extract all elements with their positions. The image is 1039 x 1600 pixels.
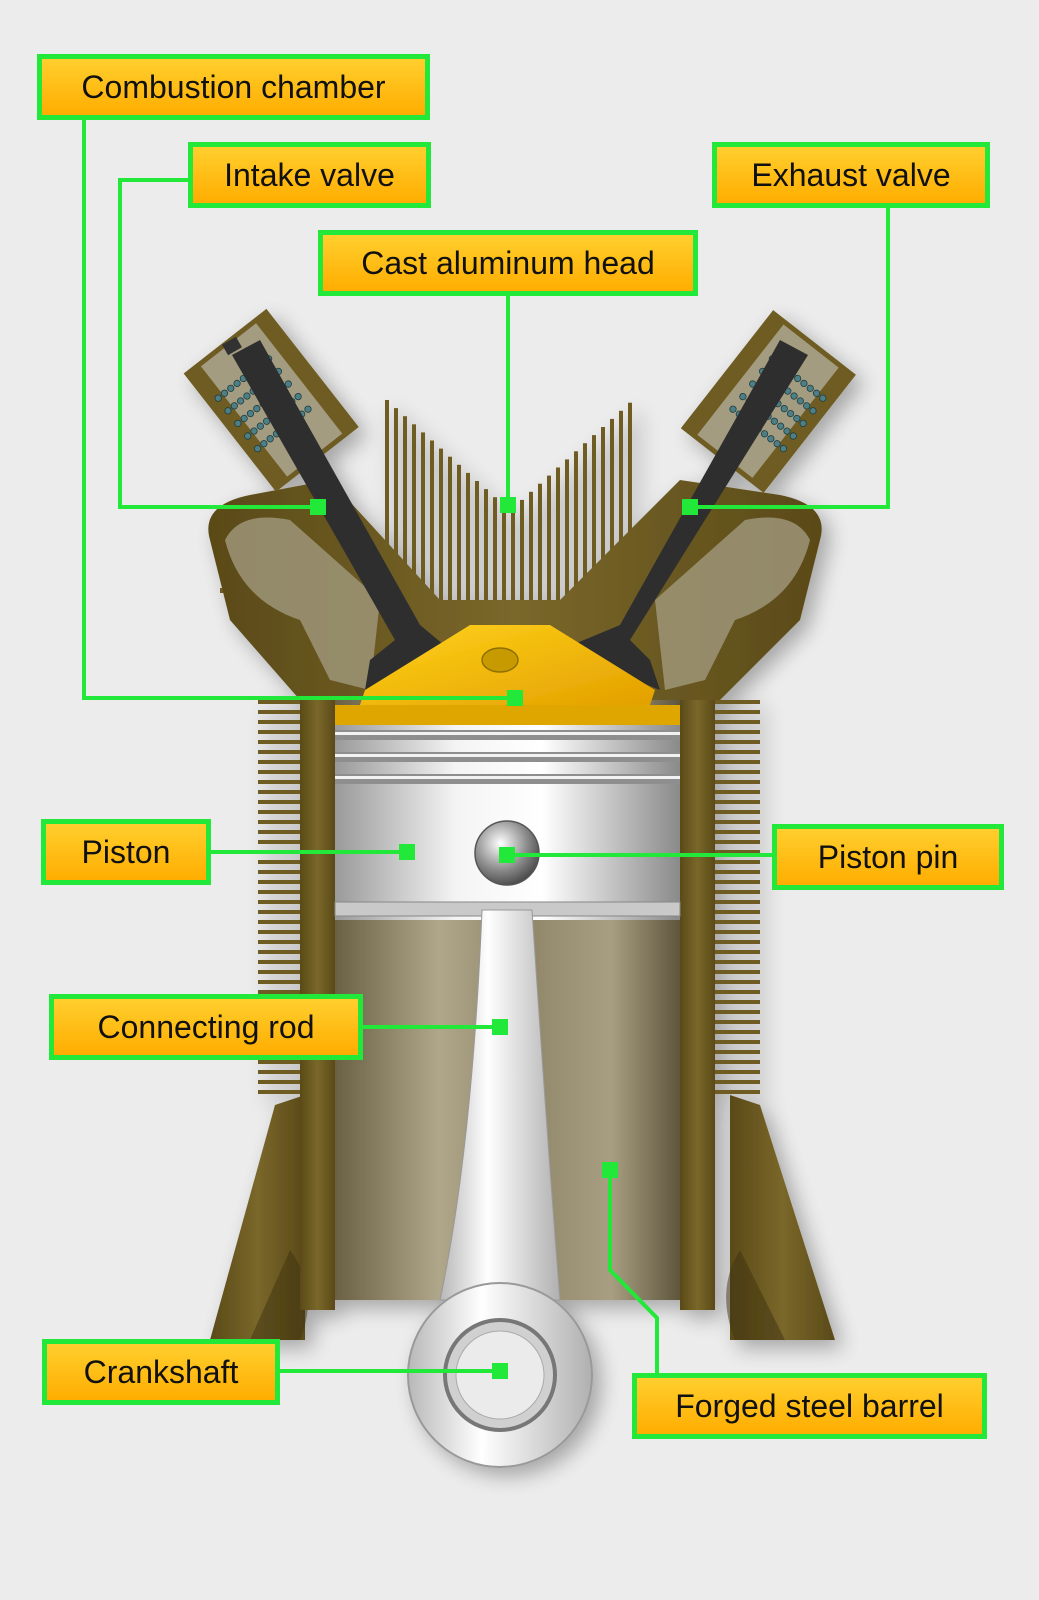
label-crankshaft: Crankshaft	[42, 1339, 280, 1405]
piston-crown-top	[335, 705, 680, 725]
label-piston: Piston	[41, 819, 211, 885]
callout-markers	[310, 497, 698, 1379]
exhaust-valve-leader	[690, 206, 890, 509]
intake-valve-leader	[118, 178, 318, 509]
label-exhaust-valve: Exhaust valve	[712, 142, 990, 208]
label-combustion-chamber: Combustion chamber	[37, 54, 430, 120]
piston-rings	[335, 730, 680, 784]
label-forged-steel-barrel: Forged steel barrel	[632, 1373, 987, 1439]
right-cylinder-wall	[680, 690, 715, 1310]
callout-lines	[82, 118, 890, 1375]
label-connecting-rod: Connecting rod	[49, 994, 363, 1060]
label-cast-aluminum-head: Cast aluminum head	[318, 230, 698, 296]
combustion-chamber-leader	[82, 118, 515, 700]
label-intake-valve: Intake valve	[188, 142, 431, 208]
intake-valve-stem	[232, 340, 450, 690]
label-piston-pin: Piston pin	[772, 824, 1004, 890]
forged-steel-barrel-leader	[608, 1170, 659, 1375]
head-cooling-fins	[385, 400, 632, 600]
cylinder-assembly	[183, 308, 856, 1468]
connecting-rod-shape	[439, 909, 561, 1301]
right-flange	[730, 1095, 835, 1340]
